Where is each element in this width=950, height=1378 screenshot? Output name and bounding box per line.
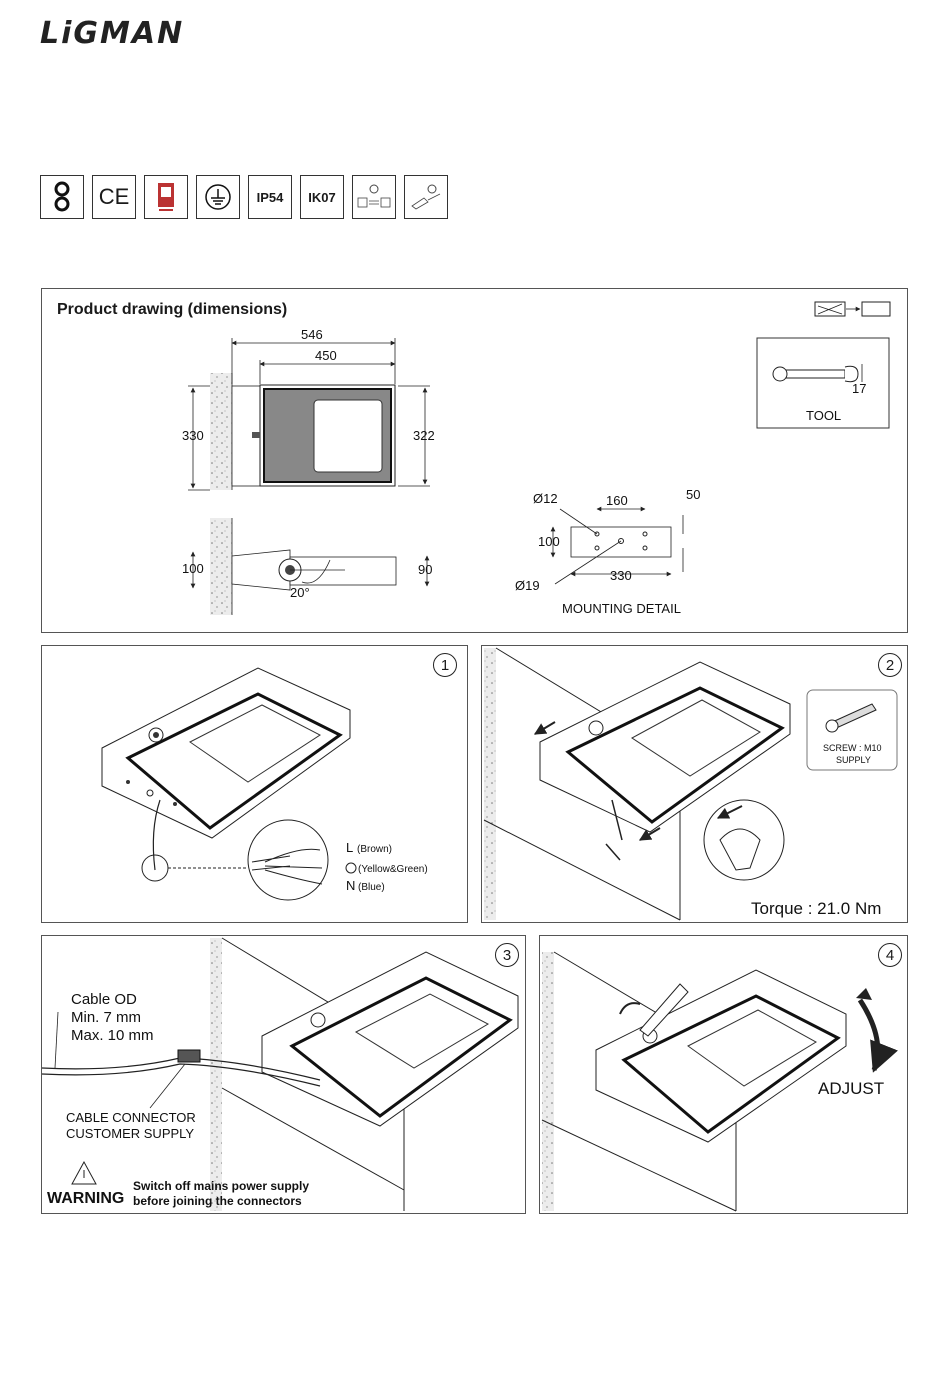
ce-icon: CE <box>92 175 136 219</box>
cable-title: Cable OD <box>71 991 137 1008</box>
wire-n: N <box>346 878 355 893</box>
dim-angle: 20° <box>290 585 310 600</box>
mount-hole-large: Ø19 <box>515 578 540 593</box>
connector-line1: CABLE CONNECTOR <box>66 1110 196 1125</box>
tool-size: 17 <box>852 381 866 396</box>
mount-height: 100 <box>538 534 560 549</box>
dim-width-total: 546 <box>301 327 323 342</box>
step-1-number: 1 <box>433 653 457 677</box>
step-3-number: 3 <box>495 943 519 967</box>
dim-width-inner: 450 <box>315 348 337 363</box>
earth-ground-icon <box>196 175 240 219</box>
step-4-luminaire <box>541 951 898 1212</box>
adjust-label: ADJUST <box>818 1079 884 1098</box>
warning-line1: Switch off mains power supply <box>133 1179 309 1193</box>
cable-min: Min. 7 mm <box>71 1009 141 1026</box>
product-drawing-title: Product drawing (dimensions) <box>57 301 288 318</box>
screw-line2: SUPPLY <box>836 755 871 765</box>
screw-line1: SCREW : M10 <box>823 743 882 753</box>
dim-height-right: 322 <box>413 428 435 443</box>
mount-hole-small: Ø12 <box>533 491 558 506</box>
dim-side-right: 90 <box>418 562 432 577</box>
dim-height-left: 330 <box>182 428 204 443</box>
step-2-luminaire <box>483 647 898 921</box>
ip-rating: IP54 <box>248 175 292 219</box>
warning-label: WARNING <box>47 1190 124 1207</box>
front-view-drawing <box>188 338 430 491</box>
tool-box <box>756 301 891 429</box>
wire-l-color: (Brown) <box>357 844 392 855</box>
install-icon <box>404 175 448 219</box>
mounting-detail-drawing <box>550 506 684 585</box>
warning-line2: before joining the connectors <box>133 1194 302 1208</box>
class-2-icon <box>40 175 84 219</box>
mounting-detail-label: MOUNTING DETAIL <box>562 601 681 616</box>
step-2-number: 2 <box>878 653 902 677</box>
brand-logo: LiGMAN <box>40 16 185 51</box>
side-view-drawing <box>190 518 430 615</box>
mount-offset: 50 <box>686 487 700 502</box>
mount-spacing-top: 160 <box>606 493 628 508</box>
step-3-luminaire <box>41 937 519 1211</box>
step-4-number: 4 <box>878 943 902 967</box>
quality-badge-icon <box>144 175 188 219</box>
ik-rating: IK07 <box>300 175 344 219</box>
mount-width: 330 <box>610 568 632 583</box>
connector-line2: CUSTOMER SUPPLY <box>66 1126 194 1141</box>
earth-small-icon <box>345 862 357 874</box>
cable-max: Max. 10 mm <box>71 1027 154 1044</box>
wire-l: L <box>346 840 353 855</box>
dim-side-left: 100 <box>182 561 204 576</box>
wire-n-color: (Blue) <box>358 882 385 893</box>
step-1-luminaire <box>101 667 351 901</box>
voltage-icon <box>352 175 396 219</box>
wire-e-color: (Yellow&Green) <box>358 864 428 875</box>
torque-label: Torque : 21.0 Nm <box>751 899 881 918</box>
tool-label: TOOL <box>806 408 841 423</box>
